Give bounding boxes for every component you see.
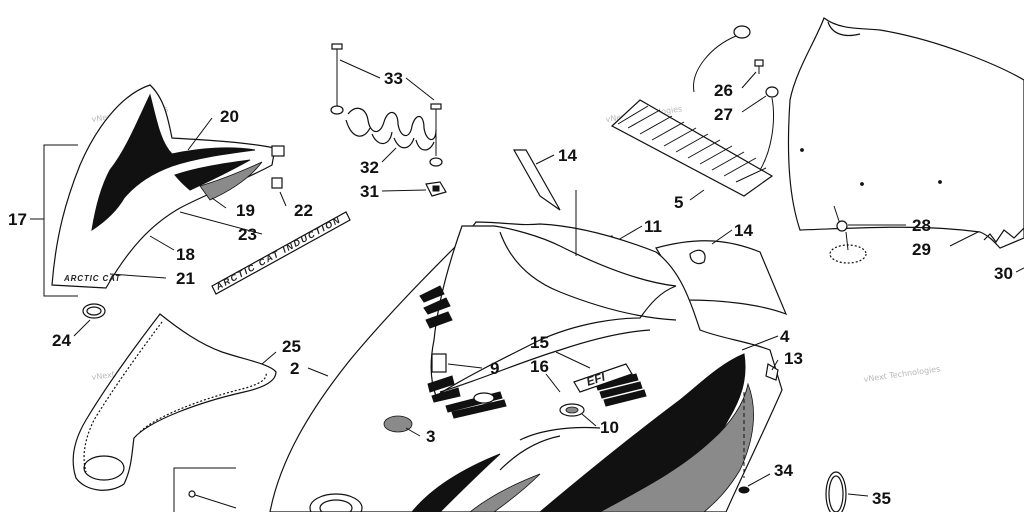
callout-31: 31 — [360, 182, 379, 201]
callout-5: 5 — [674, 193, 683, 212]
callout-20: 20 — [220, 107, 239, 126]
callout-4: 4 — [780, 327, 790, 346]
decal-arctic-cat-small: ARCTIC CAT — [63, 274, 121, 283]
callout-21: 21 — [176, 269, 195, 288]
callout-11: 11 — [644, 217, 662, 236]
callout-35: 35 — [872, 489, 891, 508]
hood-assembly: EFI — [269, 190, 783, 512]
callout-29: 29 — [912, 240, 931, 259]
callout-16: 16 — [530, 357, 549, 376]
callout-22: 22 — [294, 201, 313, 220]
callout-26: 26 — [714, 81, 733, 100]
callout-27: 27 — [714, 105, 733, 124]
vent-part — [610, 99, 774, 201]
callout-labels: 2 3 4 5 9 10 11 13 14 14 15 16 17 18 19 … — [8, 69, 1013, 508]
bottom-right-parts — [173, 392, 869, 512]
decal-efi: EFI — [585, 370, 608, 389]
callout-3: 3 — [426, 427, 435, 446]
side-decals — [512, 149, 788, 316]
callout-34: 34 — [774, 461, 793, 480]
callout-30: 30 — [994, 264, 1013, 283]
callout-25: 25 — [282, 337, 301, 356]
windshield — [787, 17, 1024, 273]
callout-2: 2 — [290, 359, 299, 378]
callout-17: 17 — [8, 210, 27, 229]
windshield-hardware — [693, 25, 779, 171]
callout-24: 24 — [52, 331, 71, 350]
callout-23: 23 — [238, 225, 257, 244]
callout-10: 10 — [600, 418, 619, 437]
fastener-group — [330, 43, 447, 197]
callout-19: 19 — [236, 201, 255, 220]
watermark: vNext Technologies — [863, 364, 941, 384]
callout-15: 15 — [530, 333, 549, 352]
callout-14-right: 14 — [734, 221, 753, 240]
callout-14-top: 14 — [558, 146, 577, 165]
callout-32: 32 — [360, 158, 379, 177]
callout-33: 33 — [384, 69, 403, 88]
callout-9: 9 — [490, 359, 499, 378]
seal-part — [72, 313, 277, 491]
callout-13: 13 — [784, 349, 803, 368]
callout-18: 18 — [176, 245, 195, 264]
callout-28: 28 — [912, 216, 931, 235]
